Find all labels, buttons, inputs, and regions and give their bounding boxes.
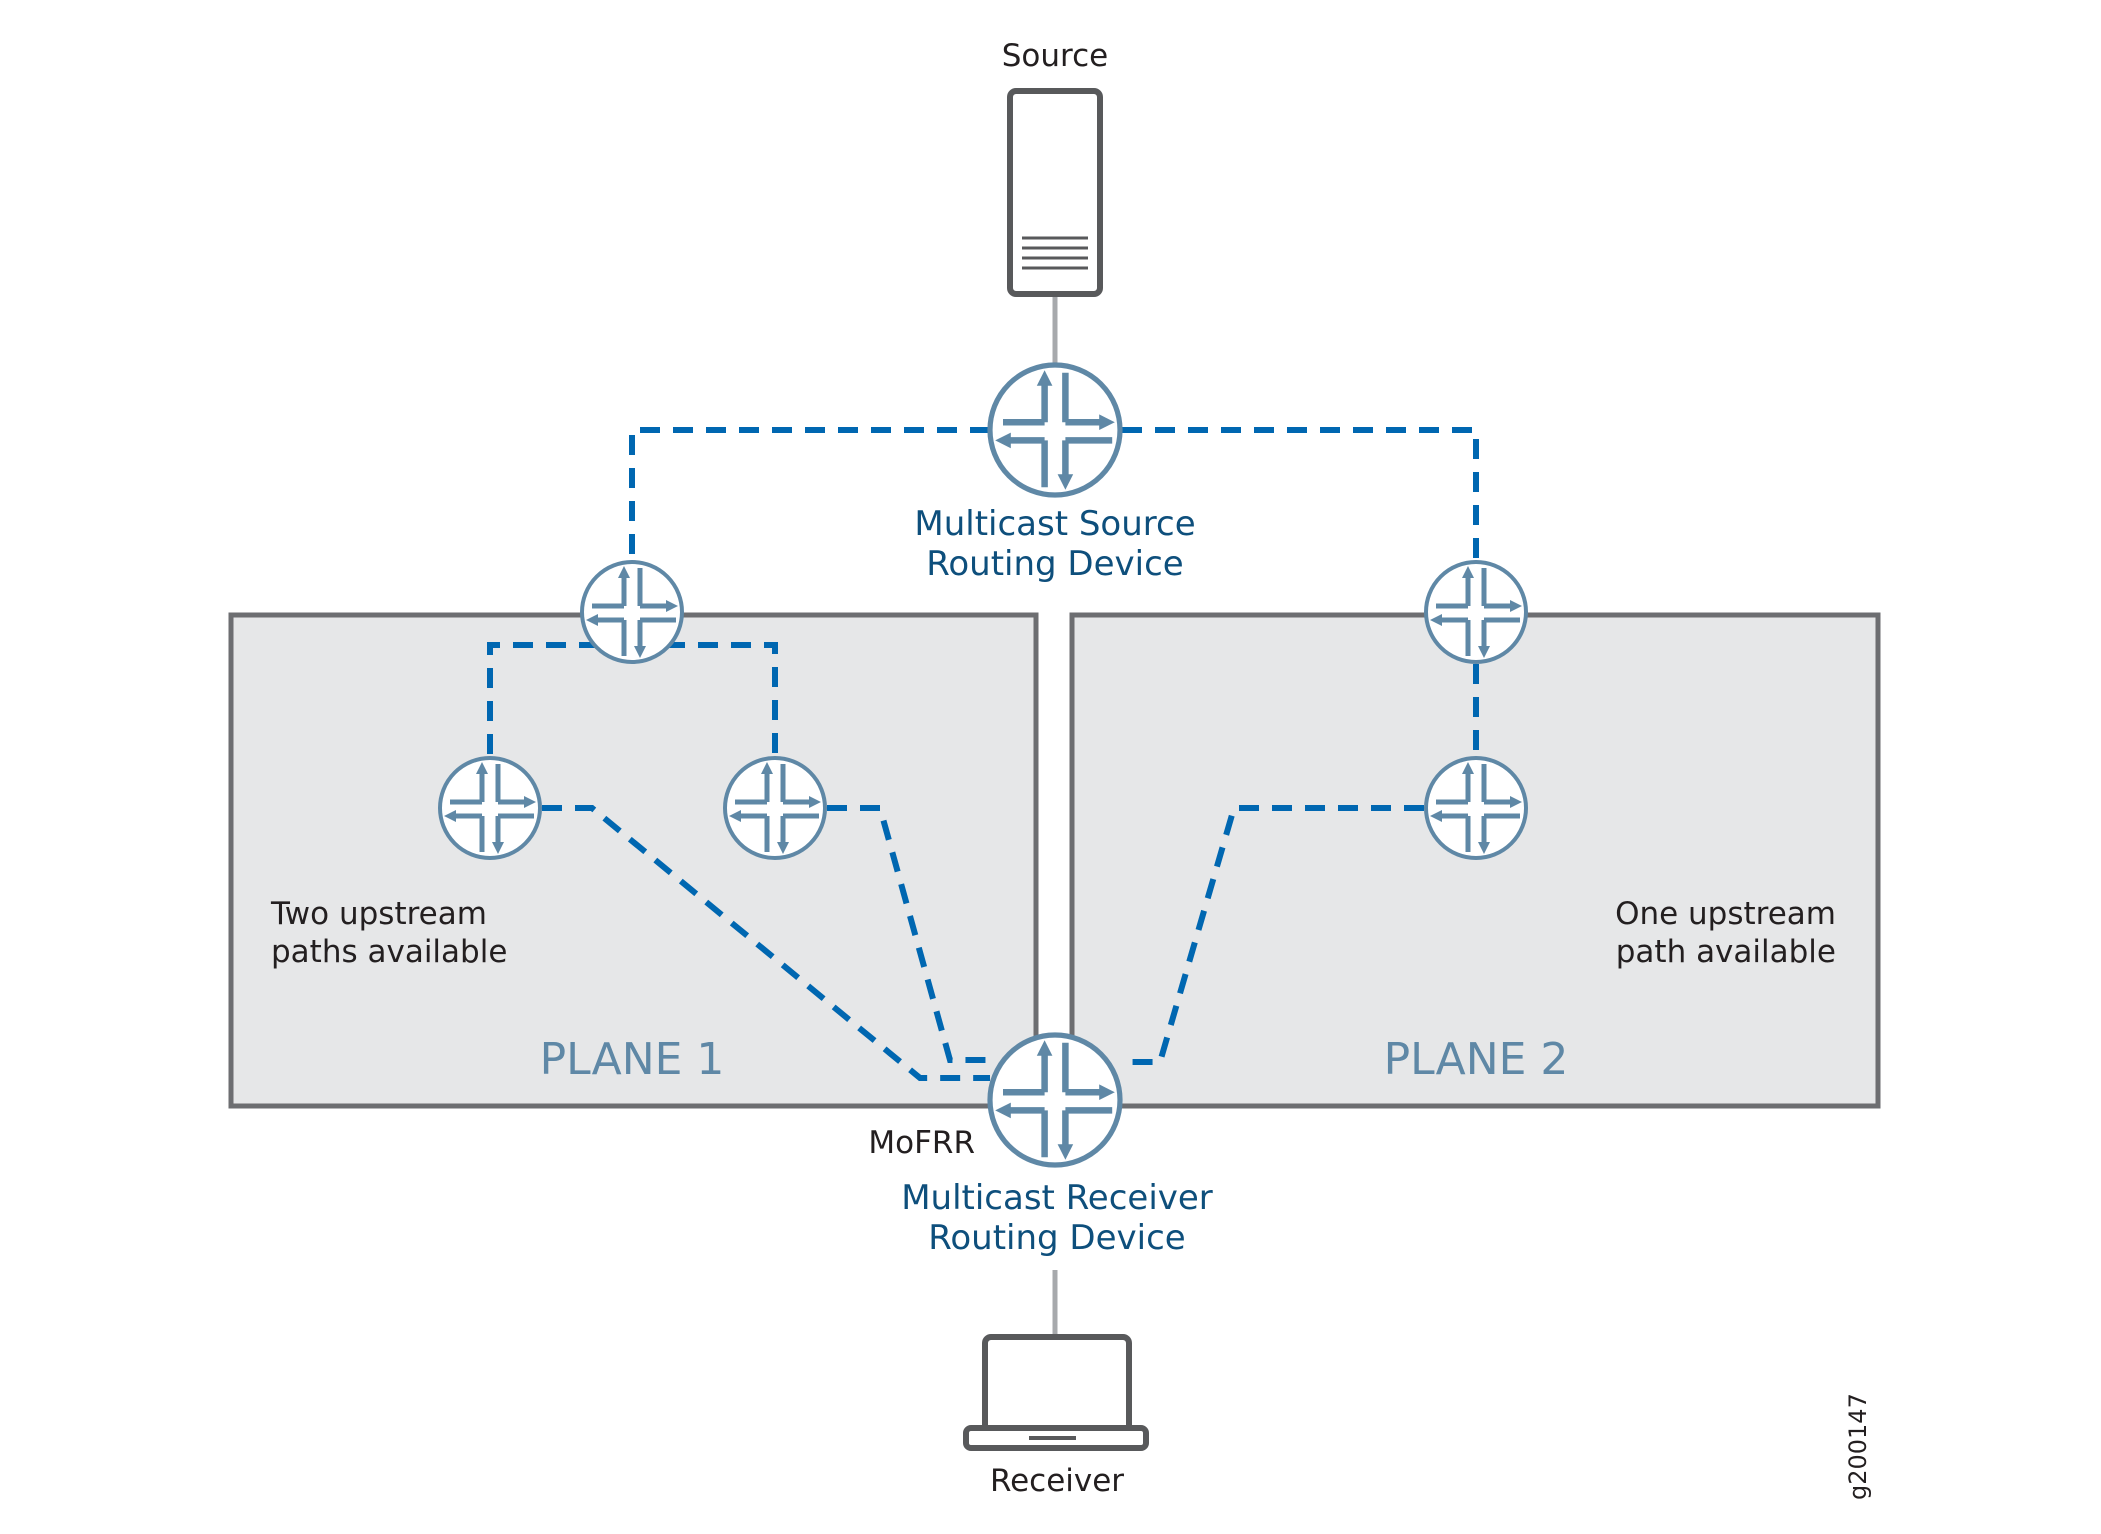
link-plane2-to-receiver [1122,805,1424,1065]
plane1-note-line2: paths available [271,934,507,970]
source-router-icon [987,362,1123,498]
link-plane1-left-to-receiver [542,805,990,1081]
figure-id: g200147 [1844,1393,1872,1500]
receiver-router-label-line2: Routing Device [928,1218,1185,1258]
receiver-label: Receiver [990,1463,1124,1499]
plane1-edge-router-icon [580,560,684,664]
plane-2-box [1069,612,1881,1109]
link-plane1-right-to-receiver [827,805,990,1063]
laptop-icon [963,1334,1149,1451]
plane2-edge-router-icon [1424,560,1528,664]
source-router-label-line1: Multicast Source [914,504,1195,544]
link-plane1-left [487,642,632,756]
plane1-left-router-icon [438,756,542,860]
server-icon [1007,88,1103,297]
plane2-note-line2: path available [1616,934,1836,970]
plane-1-box [228,612,1039,1109]
source-router-label-line2: Routing Device [926,544,1183,584]
receiver-router-icon [987,1032,1123,1168]
link-plane1-right [632,642,778,756]
mofrr-tag: MoFRR [868,1125,975,1161]
plane2-inner-router-icon [1424,756,1528,860]
plane1-right-router-icon [723,756,827,860]
plane2-note-line1: One upstream [1615,896,1836,932]
link-source-to-plane1 [629,427,990,560]
link-source-to-plane2 [1122,427,1479,560]
plane1-name: PLANE 1 [540,1034,725,1085]
source-label: Source [1002,38,1108,74]
plane2-name: PLANE 2 [1384,1034,1569,1085]
receiver-router-label-line1: Multicast Receiver [901,1178,1213,1218]
plane1-note-line1: Two upstream [270,896,487,932]
